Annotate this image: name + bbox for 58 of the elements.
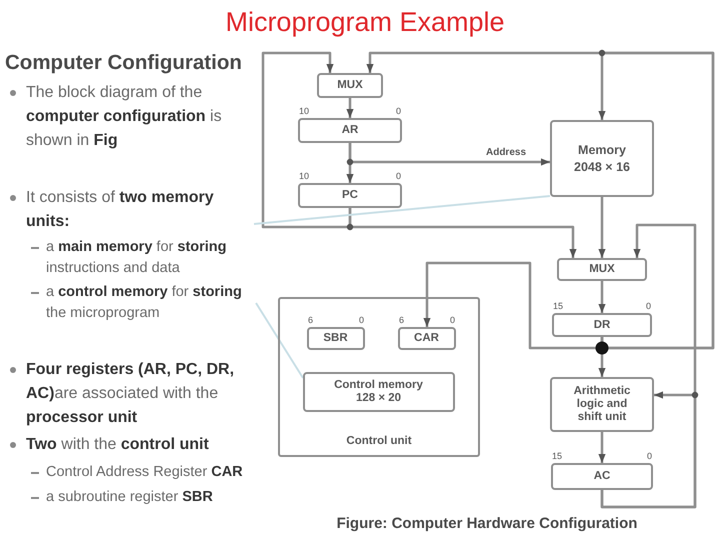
multiplexer-label: MUX: [337, 79, 363, 92]
bit-number: 6: [308, 315, 314, 325]
bit-number: 0: [396, 171, 401, 181]
control-unit-box: [278, 297, 480, 457]
bit-number: 0: [358, 315, 364, 325]
bit-number: 0: [450, 315, 455, 325]
bullet-text: Two with the control unit: [26, 435, 209, 455]
connector-arrow: [348, 208, 577, 258]
unit-label: Arithmetic logic and shift unit: [572, 385, 632, 424]
leader-line: [255, 302, 304, 379]
connector-arrow: [346, 98, 354, 118]
bullet-text: It consists of two memory units:: [26, 186, 254, 234]
memory-size-label: 2048 × 16: [574, 158, 630, 176]
connector-arrow: [600, 391, 696, 508]
memory-label: Memory: [578, 142, 626, 158]
sub-bullet-text: a control memory for storing the microprogram: [46, 282, 256, 324]
register-box: [298, 183, 402, 208]
register-box: [306, 326, 364, 350]
register-label: AR: [342, 124, 358, 137]
bit-number: 6: [399, 315, 404, 325]
bit-number: 10: [299, 106, 310, 116]
connector-arrow: [423, 262, 604, 350]
register-label: SBR: [323, 332, 348, 344]
bit-number: 10: [299, 171, 310, 181]
figure-caption: Figure: Computer Hardware Configuration: [336, 515, 638, 533]
group-label: Control unit: [346, 435, 412, 448]
memory-size-label: 128 × 20: [356, 392, 402, 404]
bit-number: 0: [396, 106, 401, 116]
connector-arrow: [598, 281, 606, 313]
bit-number: 0: [646, 451, 652, 461]
register-box: [552, 313, 652, 337]
register-label: AC: [594, 470, 610, 483]
connector-arrow: [598, 432, 606, 463]
slide-title: Microprogram Example: [225, 6, 505, 38]
connector-arrow: [366, 52, 714, 350]
register-box: [398, 326, 456, 350]
alu-box: [550, 377, 654, 432]
connector-arrow: [346, 143, 354, 183]
control-memory-box: [302, 372, 454, 412]
leader-line: [254, 195, 550, 225]
multiplexer-box: [317, 73, 383, 98]
memory-box: [550, 120, 654, 197]
register-box: [298, 118, 402, 143]
register-label: CAR: [414, 332, 439, 344]
bit-number: 15: [552, 451, 562, 461]
bit-number: 15: [553, 301, 564, 311]
multiplexer-box: [557, 258, 647, 281]
memory-label: Control memory: [334, 378, 423, 392]
sub-bullet-text: Control Address Register CAR: [46, 463, 243, 482]
sub-bullet-text: a subroutine register SBR: [46, 488, 213, 507]
bit-number: 0: [646, 301, 651, 311]
multiplexer-label: MUX: [589, 263, 615, 276]
register-box: [551, 463, 653, 490]
section-heading: Computer Configuration: [5, 50, 242, 75]
register-label: PC: [342, 189, 358, 202]
register-label: DR: [594, 318, 610, 332]
bullet-text: The block diagram of the computer configuration is shown in Fig: [26, 83, 223, 151]
connector-arrow: [598, 197, 606, 258]
